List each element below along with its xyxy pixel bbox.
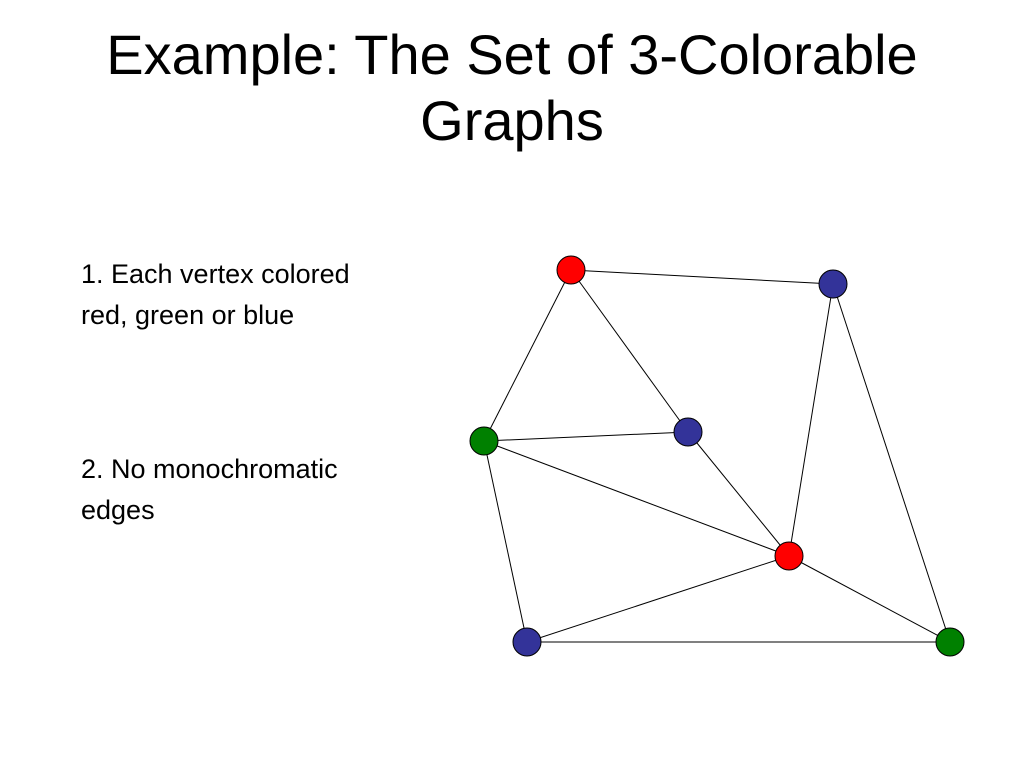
vertex-v1-red — [556, 255, 586, 285]
vertex-v4-blue — [673, 417, 703, 447]
vertex-v2-blue — [818, 269, 848, 299]
edge-v1-v3 — [483, 269, 572, 442]
edge-v3-v4 — [483, 431, 689, 442]
rule-no-monochromatic-edges: 2. No monochromatic edges — [81, 454, 338, 525]
edge-v5-v6 — [526, 555, 790, 643]
edge-v4-v5 — [687, 431, 790, 557]
vertex-v3-green — [469, 426, 499, 456]
edge-v3-v5 — [483, 440, 790, 557]
edge-v5-v7 — [788, 555, 951, 643]
graph-edges — [483, 269, 951, 643]
graph-vertices — [469, 255, 965, 657]
vertex-v5-red — [774, 541, 804, 571]
vertex-v6-blue — [512, 627, 542, 657]
edge-v1-v4 — [570, 269, 689, 433]
vertex-v7-green — [935, 627, 965, 657]
edge-v3-v6 — [483, 440, 528, 643]
edge-v1-v2 — [570, 269, 834, 285]
rule-vertex-coloring: 1. Each vertex colored red, green or blu… — [81, 259, 350, 330]
edge-v2-v5 — [788, 283, 834, 557]
slide-title: Example: The Set of 3-Colorable Graphs — [106, 23, 918, 152]
edge-v2-v7 — [832, 283, 951, 643]
